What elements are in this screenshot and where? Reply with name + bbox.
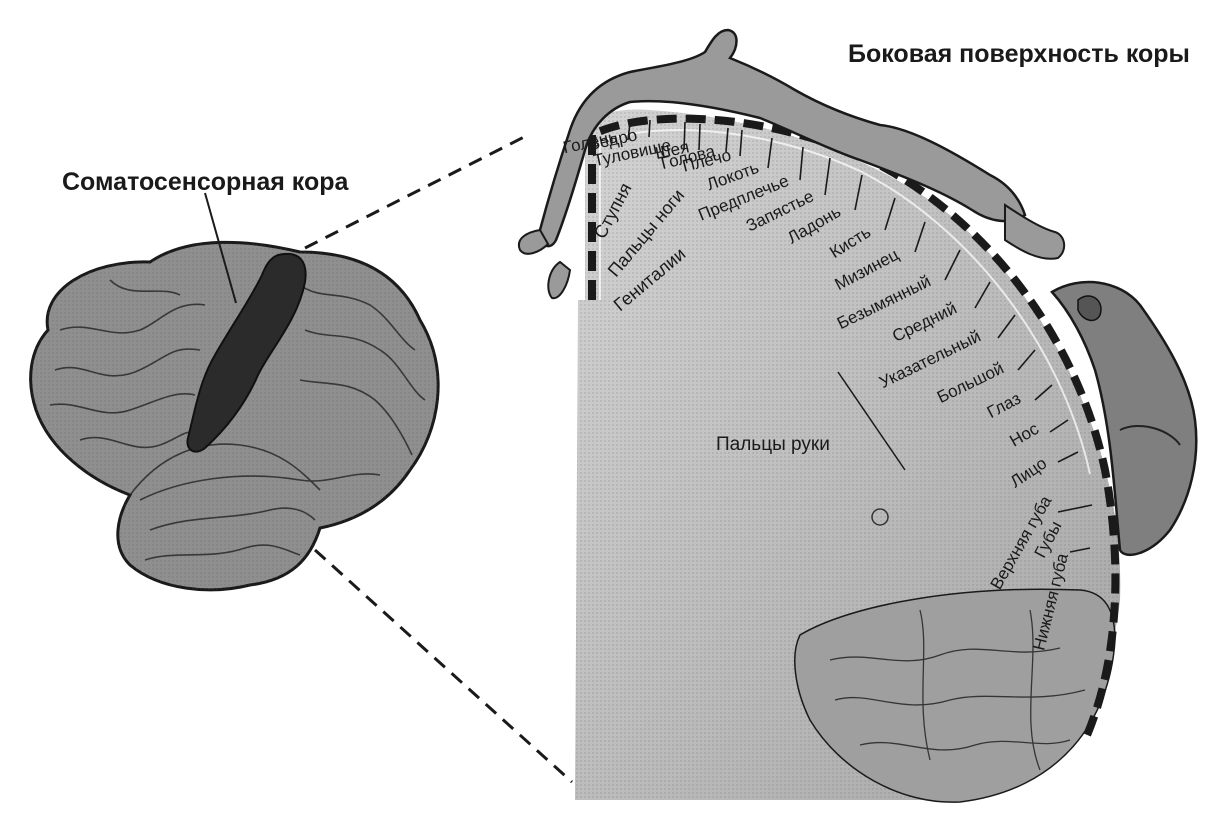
fingers-group-label: Пальцы руки [716, 434, 830, 455]
somatosensory-cortex-title: Соматосенсорная кора [62, 168, 350, 196]
lateral-surface-title: Боковая поверхность коры [848, 40, 1190, 68]
